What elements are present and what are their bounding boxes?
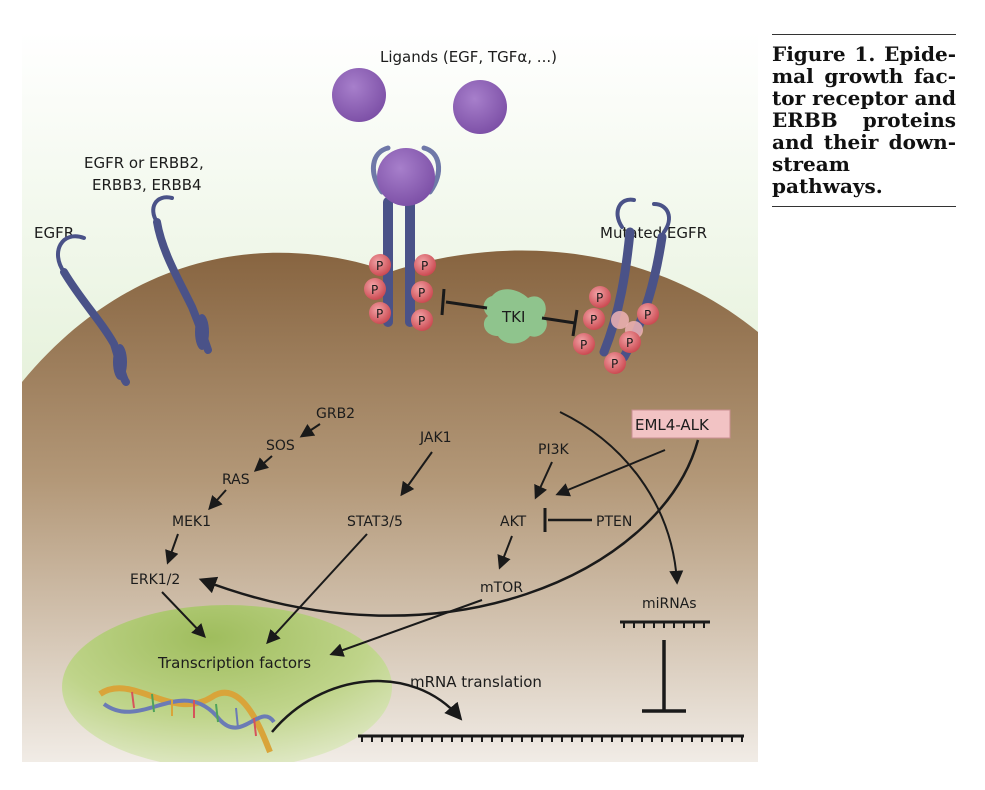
erbb-label-line2: ERBB3, ERBB4: [92, 176, 202, 194]
egfr-pathway-diagram: Ligands (EGF, TGFα, ...) EGFR EGFR or ER…: [22, 32, 758, 762]
caption-block: Figure 1. Epide­mal growth fac­tor recep…: [772, 34, 956, 207]
mutated-egfr-phosphates: P P P P P P: [573, 286, 659, 374]
sos-label: SOS: [266, 438, 295, 454]
tki-inhibition-arrows: [440, 288, 579, 337]
stat-label: STAT3/5: [347, 514, 403, 530]
tki-label: TKI: [501, 308, 525, 326]
svg-text:P: P: [596, 291, 603, 305]
egfr-kinase-domain: [113, 344, 127, 380]
ras-label: RAS: [222, 472, 250, 488]
svg-text:P: P: [421, 259, 428, 273]
grb2-label: GRB2: [316, 406, 355, 422]
caption-bottom-rule: [772, 206, 956, 207]
svg-text:P: P: [371, 283, 378, 297]
pi3k-label: PI3K: [538, 442, 569, 458]
svg-text:P: P: [611, 357, 618, 371]
jak-stat-arrows: [266, 451, 433, 645]
tki-blob: [483, 289, 547, 344]
bound-ligand: [377, 148, 435, 206]
mtor-label: mTOR: [480, 580, 523, 596]
pten-label: PTEN: [596, 514, 632, 530]
ligand: [453, 80, 507, 134]
svg-text:P: P: [580, 338, 587, 352]
eml4-alk-label: EML4-ALK: [635, 416, 710, 434]
egfr-label: EGFR: [34, 224, 74, 242]
mrna-translation-arrow: [271, 679, 463, 733]
mrna-strand: [358, 734, 744, 742]
svg-text:P: P: [418, 314, 425, 328]
svg-text:P: P: [418, 286, 425, 300]
mek1-label: MEK1: [172, 514, 211, 530]
eml4-alk-to-erk-arrow: [198, 439, 700, 617]
akt-label: AKT: [500, 514, 527, 530]
svg-text:P: P: [644, 308, 651, 322]
eml4-alk-box: [631, 409, 731, 439]
mapk-arrows: [161, 423, 321, 639]
svg-text:P: P: [626, 336, 633, 350]
mirnas-label: miRNAs: [642, 596, 697, 612]
svg-text:P: P: [376, 307, 383, 321]
erbb-kinase-domain: [195, 314, 209, 350]
mirna-strand: [620, 620, 710, 628]
jak1-label: JAK1: [419, 430, 452, 446]
pi3k-arrows: [329, 449, 666, 657]
dna-helix: [98, 685, 276, 754]
dimer-phosphates: P P P P P P: [364, 254, 436, 331]
nucleus: [62, 605, 392, 762]
figure-caption: Figure 1. Epide­mal growth fac­tor recep…: [772, 42, 956, 198]
mutated-egfr-label: Mutated EGFR: [600, 224, 707, 242]
svg-text:P: P: [590, 313, 597, 327]
transcription-factors-label: Transcription factors: [157, 654, 311, 672]
mrna-translation-label: mRNA translation: [410, 673, 542, 691]
erbb-label-line1: EGFR or ERBB2,: [84, 154, 204, 172]
caption-top-rule: [772, 34, 956, 35]
erk-label: ERK1/2: [130, 572, 180, 588]
svg-text:P: P: [376, 259, 383, 273]
ligand: [332, 68, 386, 122]
mirna-inhibition: [642, 640, 686, 713]
receptor-to-mirna-arrow: [559, 411, 684, 585]
ligands-label: Ligands (EGF, TGFα, ...): [380, 48, 557, 66]
